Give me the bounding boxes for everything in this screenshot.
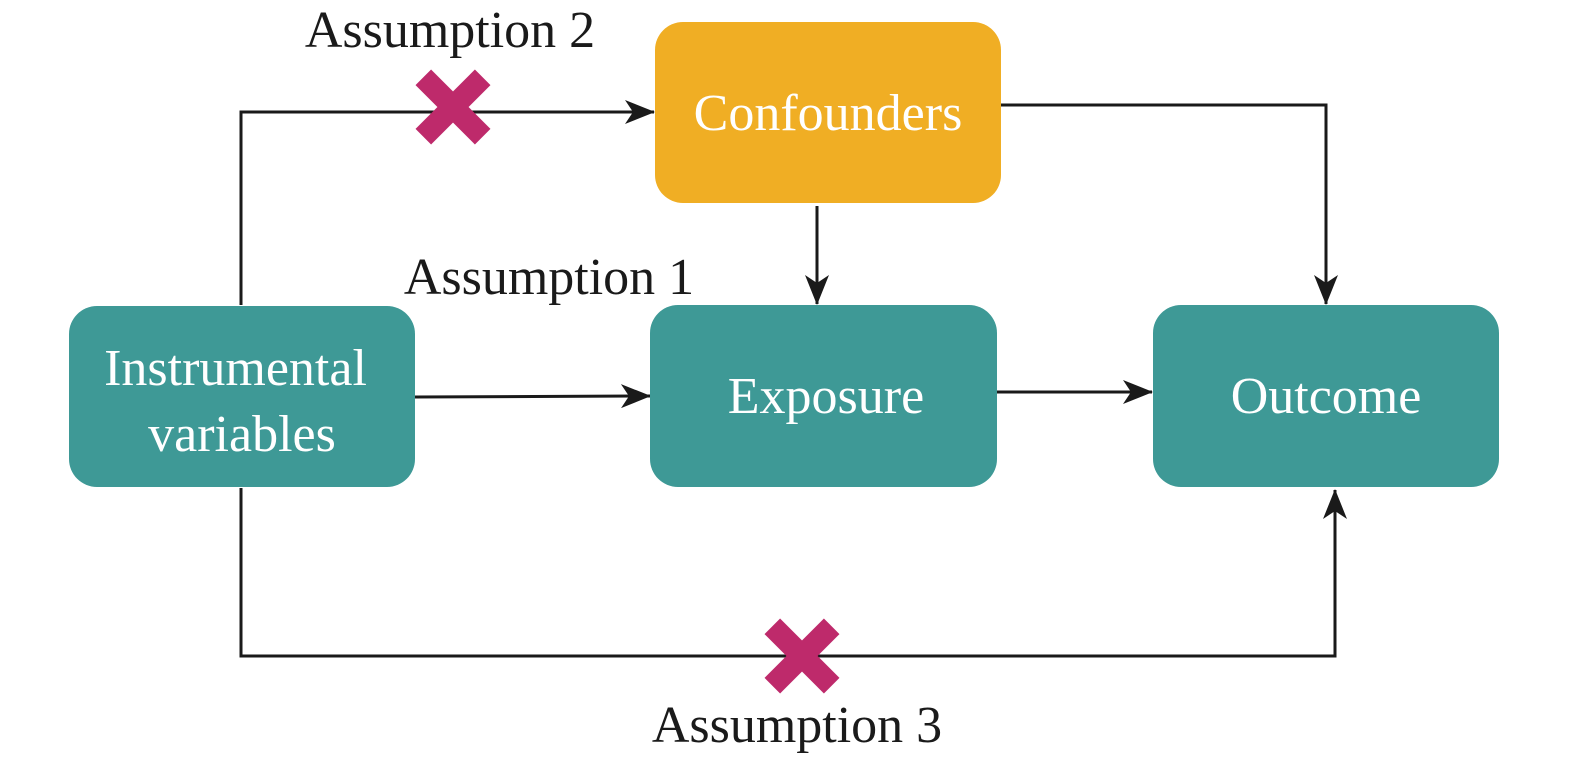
edge-confounders-to-outcome (1001, 103, 1338, 305)
cross-icon (764, 618, 840, 694)
edge-iv-to-confounders (239, 100, 655, 305)
confounders-box (655, 22, 1001, 203)
exposure-box (650, 305, 997, 487)
exposure-label: Exposure (728, 368, 924, 425)
outcome-box (1153, 305, 1499, 487)
outcome-label: Outcome (1231, 368, 1422, 425)
instrumental-variables-label-line2: variables (148, 406, 336, 463)
node-outcome: Outcome (1153, 305, 1499, 487)
instrumental-variables-box (69, 306, 415, 487)
instrumental-variables-label-line1: Instrumental (104, 340, 367, 397)
confounders-label: Confounders (694, 85, 963, 142)
cross-icon (415, 69, 491, 145)
node-confounders: Confounders (655, 22, 1001, 203)
node-instrumental-variables: Instrumental variables (69, 306, 415, 487)
assumption-1-label: Assumption 1 (404, 249, 694, 306)
edge-iv-to-exposure (414, 384, 651, 409)
node-exposure: Exposure (650, 305, 997, 487)
assumption-2-label: Assumption 2 (305, 2, 595, 59)
instrumental-variables-label: Instrumental variables (104, 340, 380, 463)
assumption-3-label: Assumption 3 (652, 697, 942, 754)
